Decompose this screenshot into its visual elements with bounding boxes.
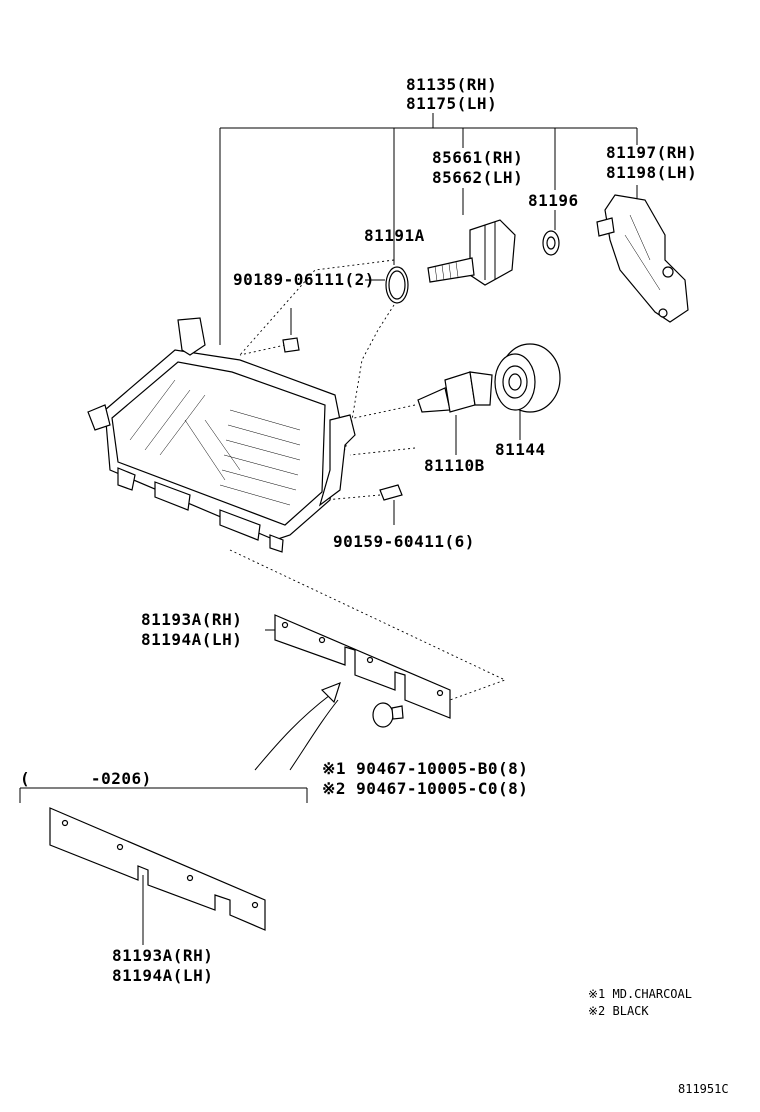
label-bulb-socket: 81144 xyxy=(495,440,546,459)
label-note2: ※2 BLACK xyxy=(588,1004,649,1018)
label-screw: 90189-06111(2) xyxy=(233,270,375,289)
label-cover-lh: 81198(LH) xyxy=(606,163,698,182)
bolt-part xyxy=(379,484,403,501)
screw-part xyxy=(282,337,300,353)
label-bulb: 81110B xyxy=(424,456,485,475)
label-plate2-lh: 81194A(LH) xyxy=(112,966,214,985)
label-socket-rh: 85661(RH) xyxy=(432,148,524,167)
label-clip1: ※1 90467-10005-B0(8) xyxy=(322,759,529,778)
label-oring: 81191A xyxy=(364,226,425,245)
headlamp-housing xyxy=(87,317,356,553)
label-note1: ※1 MD.CHARCOAL xyxy=(588,987,692,1001)
label-assy-lh: 81175(LH) xyxy=(406,94,498,113)
o-ring-part xyxy=(385,266,409,304)
label-plate-rh: 81193A(RH) xyxy=(141,610,243,629)
label-plate-lh: 81194A(LH) xyxy=(141,630,243,649)
socket-part xyxy=(427,219,516,286)
label-plate2-rh: 81193A(RH) xyxy=(112,946,214,965)
diagram-code: 811951C xyxy=(678,1082,729,1096)
bulb-socket-part xyxy=(494,343,561,413)
lower-plate-part xyxy=(49,807,266,931)
label-range: ( -0206) xyxy=(20,769,152,788)
label-bolt: 90159-60411(6) xyxy=(333,532,475,551)
label-assy-rh: 81135(RH) xyxy=(406,75,498,94)
label-socket-lh: 85662(LH) xyxy=(432,168,524,187)
label-cover-rh: 81197(RH) xyxy=(606,143,698,162)
clip-part xyxy=(372,702,404,728)
cover-part xyxy=(596,194,689,323)
assembly-dashed-lines xyxy=(229,259,507,701)
label-ring: 81196 xyxy=(528,191,579,210)
plate-part xyxy=(274,614,451,719)
bulb-part xyxy=(417,371,493,413)
ring-part xyxy=(542,230,560,256)
label-clip2: ※2 90467-10005-C0(8) xyxy=(322,779,529,798)
leader-lines xyxy=(19,113,638,945)
arrow-icon xyxy=(254,681,341,771)
